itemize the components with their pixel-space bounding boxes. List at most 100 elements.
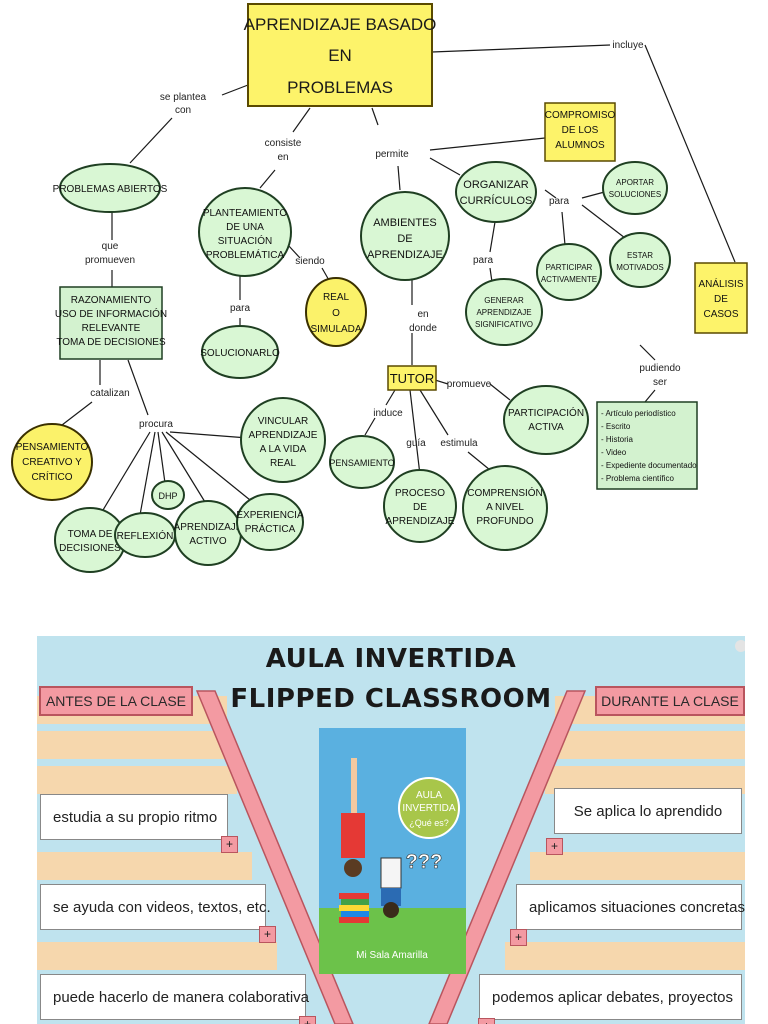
before-item-card: se ayuda con videos, textos, etc. [40,884,271,930]
node-text: ACTIVO [189,536,226,547]
title-line-1: AULA INVERTIDA [265,644,517,674]
node-text: APRENDIZAJE [249,430,318,441]
edge [434,379,449,385]
link-label: consiste [265,138,302,149]
expand-plus-icon[interactable]: + [299,1016,316,1024]
edge [644,389,656,403]
node-text: PENSAMIENTO [329,458,394,468]
case-type-item: - Historia [601,435,634,444]
node-text: CASOS [703,309,738,320]
link-labels: incluye se plantea con consiste en permi… [85,40,681,449]
node-toma-decisiones: TOMA DE DECISIONES [54,507,126,573]
link-label: para [549,196,569,207]
stripe [530,852,745,880]
node-text: MOTIVADOS [616,263,663,272]
question-marks: ??? [406,851,443,873]
node-text: AMBIENTES [373,217,437,229]
node-text: CREATIVO Y [22,457,82,468]
edge [429,157,461,176]
edge [364,417,376,436]
node-participar: PARTICIPAR ACTIVAMENTE [536,243,602,301]
node-solucionarlo: SOLUCIONARLO [200,325,280,379]
edge [99,431,151,516]
node-text: ACTIVAMENTE [541,275,597,284]
edge [161,431,206,503]
node-participacion: PARTICIPACIÓN ACTIVA [503,385,589,455]
node-text: TOMA DE [68,529,113,540]
node-text: TOMA DE DECISIONES [56,337,166,348]
link-label: con [175,105,191,116]
link-label: incluye [612,40,644,51]
before-item-card: estudia a su propio ritmo [40,794,228,840]
edge [139,431,156,516]
diagonal-frame [195,640,745,1024]
edge [292,107,311,133]
edge [419,389,449,436]
node-ambientes: AMBIENTES DE APRENDIZAJE [360,191,450,281]
node-text: DE UNA [226,222,264,233]
link-label: en [277,152,288,163]
node-text: SOLUCIONARLO [200,348,280,359]
stripe [37,942,277,970]
link-label: induce [373,408,403,419]
node-text: RELEVANTE [82,323,141,334]
node-text: PARTICIPAR [546,263,593,272]
node-text: A LA VIDA [260,444,307,455]
edge [644,44,736,263]
link-label: catalizan [90,388,129,399]
link-label: procura [139,419,173,430]
node-text: EXPERIENCIA [236,510,304,521]
node-real-simulada: REAL O SIMULADA [305,277,367,347]
expand-plus-icon[interactable]: + [221,836,238,853]
node-text: PRÁCTICA [245,522,296,535]
link-label: promueve [447,379,492,390]
case-type-item: - Escrito [601,422,631,431]
node-aprendizaje-activo: APRENDIZAJE ACTIVO [174,500,243,566]
edge [431,44,611,53]
edge [429,137,546,151]
node-text: DE [397,233,412,245]
node-comprension: COMPRENSIÓN A NIVEL PROFUNDO [462,465,548,551]
edge [561,211,566,246]
node-text: APRENDIZAJE [386,516,455,527]
node-text: PROCESO [395,488,445,499]
node-reflexion: REFLEXIÓN [114,512,176,558]
expand-plus-icon[interactable]: + [546,838,563,855]
corner-dot [735,640,745,652]
node-problemas-abiertos: PROBLEMAS ABIERTOS [53,163,168,213]
node-text: ALUMNOS [555,140,605,151]
node-pensamiento-creativo: PENSAMIENTO CREATIVO Y CRÍTICO [11,423,93,501]
node-text: USO DE INFORMACIÓN [55,307,167,320]
node-aportar: APORTAR SOLUCIONES [602,161,668,215]
book-footer-text: Mi Sala Amarilla [356,950,428,961]
link-label: que [102,241,119,252]
node-pensamiento: PENSAMIENTO [329,435,395,489]
link-label: pudiendo [639,363,681,374]
expand-plus-icon[interactable]: + [259,926,276,943]
node-organizar: ORGANIZAR CURRÍCULOS [455,161,537,223]
node-text: PLANTEAMIENTO [203,208,287,219]
expand-plus-icon[interactable]: + [510,929,527,946]
node-text: CURRÍCULOS [460,194,533,207]
expand-plus-icon[interactable]: + [478,1018,495,1024]
link-label: estimula [440,438,478,449]
node-vincular: VINCULAR APRENDIZAJE A LA VIDA REAL [240,397,326,483]
node-text: CRÍTICO [31,470,72,483]
node-text: PROFUNDO [476,516,533,527]
case-type-item: - Problema científico [601,474,674,483]
book-title-text: AULA [416,790,442,801]
edge [287,244,301,259]
link-label: promueven [85,255,135,266]
during-item-card: aplicamos situaciones concretas [516,884,745,930]
node-text: ESTAR [627,251,653,260]
stripe [505,942,745,970]
node-text: APORTAR [616,178,654,187]
node-dhp: DHP [151,480,185,510]
node-text: SITUACIÓN [218,234,272,247]
book-cover-illustration: AULA INVERTIDA ¿Qué es? ??? Mi Sala Amar… [319,728,466,974]
link-label: se plantea [160,92,207,103]
node-text: PROBLEMAS ABIERTOS [53,184,168,195]
node-experiencia: EXPERIENCIA PRÁCTICA [236,493,304,551]
stripe [37,766,237,794]
edge [639,344,656,361]
